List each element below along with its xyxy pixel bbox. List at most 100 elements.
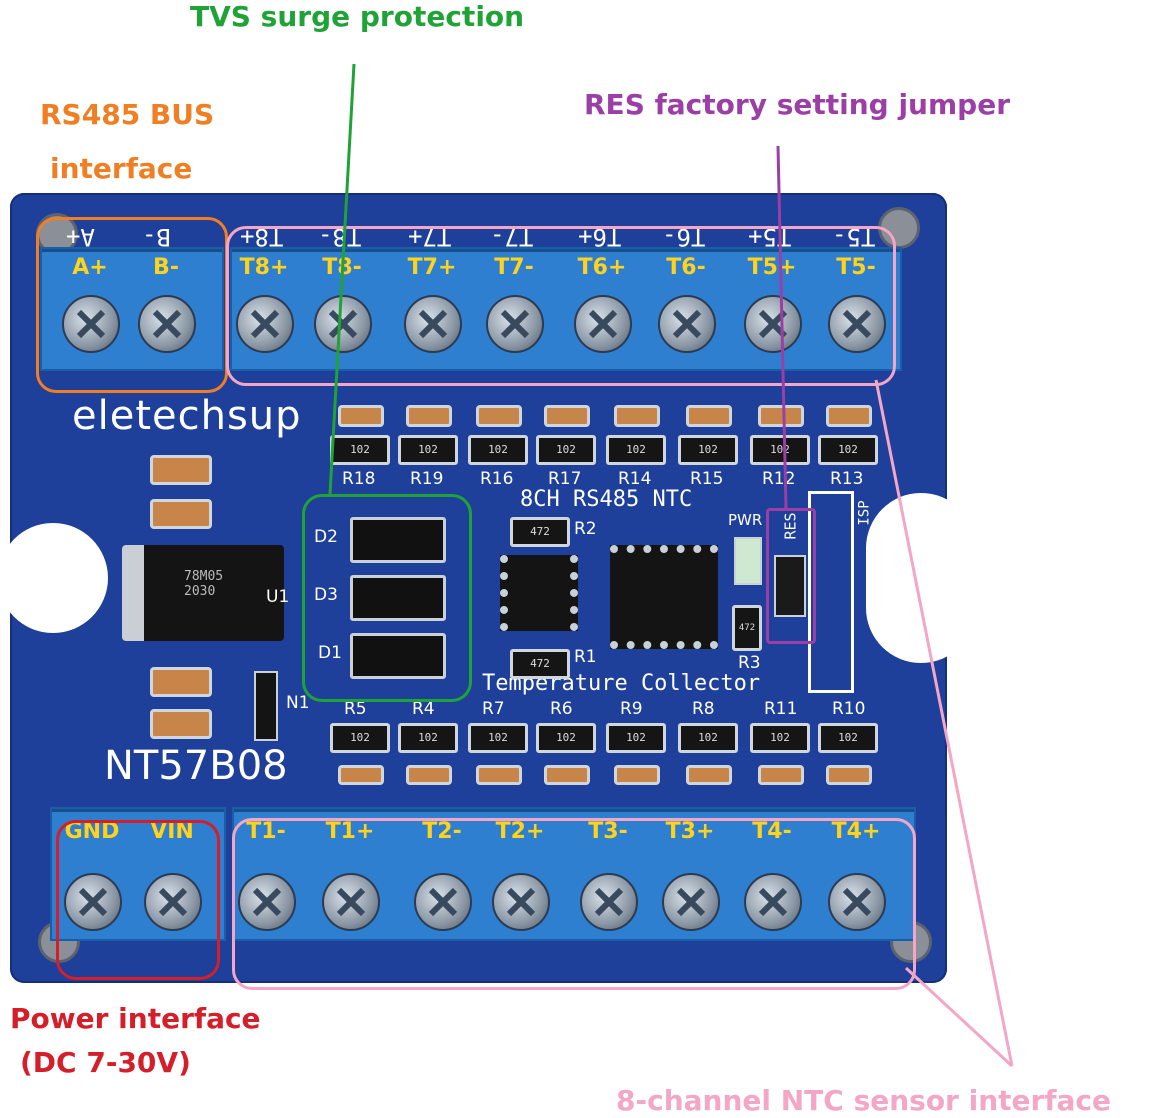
resistor-label: R6	[550, 699, 573, 719]
screw-icon[interactable]	[658, 295, 716, 353]
terminal-label: VIN	[150, 819, 194, 844]
top-terminal[interactable]: T6-	[646, 247, 726, 397]
top-terminal[interactable]: T8+	[224, 247, 304, 397]
capacitor	[150, 455, 212, 485]
screw-icon[interactable]	[580, 873, 638, 931]
screw-icon[interactable]	[62, 295, 120, 353]
res-highlight-frame	[766, 508, 816, 644]
microcontroller-chip	[610, 545, 718, 649]
top-terminal[interactable]: B-	[126, 247, 206, 397]
bottom-terminal[interactable]: T3-	[568, 811, 648, 961]
resistor: 102	[468, 435, 528, 465]
ntc-callout: 8-channel NTC sensor interface	[616, 1084, 1111, 1117]
terminal-label: T2-	[422, 819, 462, 844]
bottom-terminal[interactable]: T2+	[480, 811, 560, 961]
top-terminal[interactable]: T6+	[562, 247, 642, 397]
rs485-callout-line2: interface	[50, 152, 193, 185]
terminal-label: A+	[72, 255, 108, 280]
resistor: 102	[818, 435, 878, 465]
bottom-terminal[interactable]: T2-	[402, 811, 482, 961]
resistor: 102	[750, 723, 810, 753]
screw-icon[interactable]	[138, 295, 196, 353]
screw-icon[interactable]	[574, 295, 632, 353]
top-terminal[interactable]: T7-	[474, 247, 554, 397]
terminal-label: T4+	[831, 819, 881, 844]
screw-icon[interactable]	[322, 873, 380, 931]
top-ntc-highlight-frame	[226, 226, 896, 386]
resistor-label: R13	[830, 469, 864, 489]
bottom-terminal[interactable]: T3+	[650, 811, 730, 961]
resistor-label: R11	[764, 699, 798, 719]
tvs-highlight-frame	[302, 494, 472, 702]
capacitor	[406, 765, 452, 785]
right-notch	[866, 493, 976, 663]
capacitor	[544, 765, 590, 785]
resistor-label: R12	[762, 469, 796, 489]
resistor: 102	[678, 435, 738, 465]
r3-label: R3	[738, 653, 761, 673]
terminal-label: T7+	[407, 255, 457, 280]
resistor-label: R18	[342, 469, 376, 489]
resistor: 102	[330, 723, 390, 753]
screw-icon[interactable]	[486, 295, 544, 353]
rs485-highlight-frame	[36, 217, 228, 393]
capacitor	[150, 709, 212, 739]
top-terminal[interactable]: T5-	[816, 247, 896, 397]
resistor: 102	[468, 723, 528, 753]
resistor-label: R19	[410, 469, 444, 489]
screw-icon[interactable]	[662, 873, 720, 931]
resistor-label: R7	[482, 699, 505, 719]
resistor-label: R4	[412, 699, 435, 719]
terminal-label: T8+	[239, 255, 289, 280]
bottom-terminal[interactable]: T1+	[310, 811, 390, 961]
resistor-label: R17	[548, 469, 582, 489]
bottom-terminal[interactable]: VIN	[132, 811, 212, 961]
res-jumper-header	[774, 555, 806, 617]
screw-icon[interactable]	[828, 295, 886, 353]
resistor-label: R9	[620, 699, 643, 719]
resistor: 102	[330, 435, 390, 465]
capacitor	[338, 765, 384, 785]
bottom-terminal[interactable]: T1-	[226, 811, 306, 961]
screw-icon[interactable]	[238, 873, 296, 931]
bottom-ntc-highlight-frame	[232, 818, 916, 990]
resistor: 102	[536, 435, 596, 465]
product-line1: 8CH RS485 NTC	[520, 487, 693, 512]
top-terminal[interactable]: T5+	[732, 247, 812, 397]
screw-icon[interactable]	[492, 873, 550, 931]
u1-label: U1	[266, 587, 290, 607]
capacitor	[150, 667, 212, 697]
resistor-label: R15	[690, 469, 724, 489]
top-terminal[interactable]: T7+	[392, 247, 472, 397]
power-callout-line2: (DC 7-30V)	[20, 1046, 191, 1079]
screw-icon[interactable]	[144, 873, 202, 931]
n1-label: N1	[286, 693, 310, 713]
capacitor	[686, 405, 732, 427]
screw-icon[interactable]	[744, 873, 802, 931]
regulator-marking: 78M05 2030	[184, 569, 224, 599]
resistor: 102	[750, 435, 810, 465]
terminal-label: T5-	[836, 255, 876, 280]
capacitor	[758, 405, 804, 427]
screw-icon[interactable]	[404, 295, 462, 353]
power-highlight-frame	[56, 820, 220, 980]
d2-label: D2	[314, 527, 338, 547]
screw-icon[interactable]	[64, 873, 122, 931]
resistor-r2: 472	[510, 517, 570, 547]
pcb-board: A+B-T8+T8-T7+T7-T6+T6-T5+T5- A+B-T8+T8-T…	[0, 193, 976, 983]
res-callout: RES factory setting jumper	[584, 88, 1011, 121]
resistor: 102	[678, 723, 738, 753]
capacitor	[826, 405, 872, 427]
model-text: NT57B08	[104, 743, 288, 789]
capacitor	[826, 765, 872, 785]
resistor: 102	[398, 723, 458, 753]
top-terminal[interactable]: A+	[50, 247, 130, 397]
voltage-regulator: 78M05 2030	[122, 545, 284, 641]
screw-icon[interactable]	[744, 295, 802, 353]
r2-label: R2	[574, 519, 597, 539]
screw-icon[interactable]	[236, 295, 294, 353]
bottom-terminal[interactable]: T4-	[732, 811, 812, 961]
screw-icon[interactable]	[414, 873, 472, 931]
capacitor	[476, 765, 522, 785]
capacitor	[476, 405, 522, 427]
